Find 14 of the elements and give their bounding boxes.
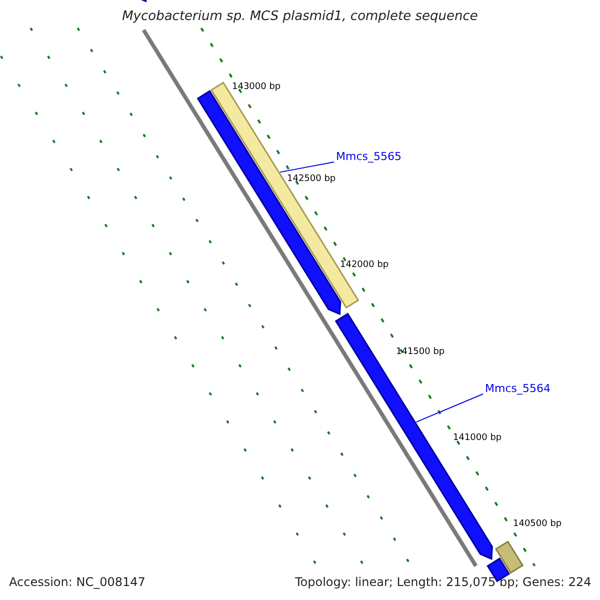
gene-label: Mmcs_5564 [485,382,550,395]
tick-label: 143000 bp [232,82,281,92]
tick-label: 142000 bp [340,260,389,270]
summary-note: Topology: linear; Length: 215,075 bp; Genes: 224 [295,575,592,589]
title: Mycobacterium sp. MCS plasmid1, complete sequence [122,9,478,24]
tick-label: 141500 bp [396,347,445,357]
gene-label: Mmcs_5565 [336,150,402,163]
gene-bar [494,540,524,574]
tick-label: 140500 bp [513,519,562,529]
leader-line [416,394,484,423]
accession-note: Accession: NC_008147 [9,575,146,589]
tick-label: 141000 bp [453,433,502,443]
leader-line [280,162,334,173]
tick-label: 142500 bp [287,174,336,184]
